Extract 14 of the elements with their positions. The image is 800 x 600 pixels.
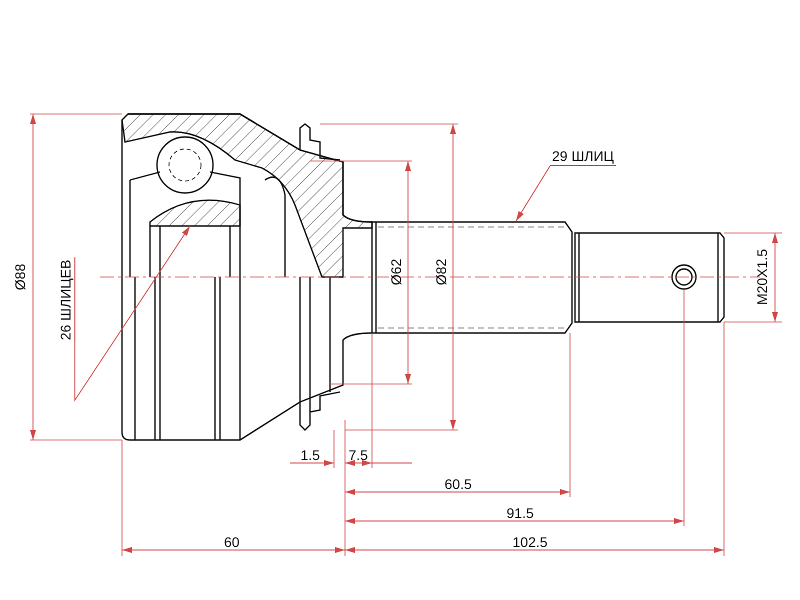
dimension-label: 60.5 <box>444 476 472 492</box>
callout-label: 29 ШЛИЦ <box>550 148 616 166</box>
callout-label: 26 ШЛИЦЕВ <box>56 258 75 342</box>
dimension-label: 91.5 <box>506 505 534 521</box>
dimension-label: 7.5 <box>348 447 368 463</box>
dimension-label: M20X1.5 <box>754 248 770 306</box>
dimension-label: 102.5 <box>512 534 548 550</box>
leader-line <box>516 166 550 222</box>
dimension-label: Ø82 <box>433 258 450 286</box>
leader-line <box>74 226 190 402</box>
dimension-label: 60 <box>224 534 240 550</box>
dimension-label: Ø88 <box>12 264 28 290</box>
dimension-label: 1.5 <box>300 447 320 463</box>
dimension-label: Ø62 <box>388 258 404 286</box>
